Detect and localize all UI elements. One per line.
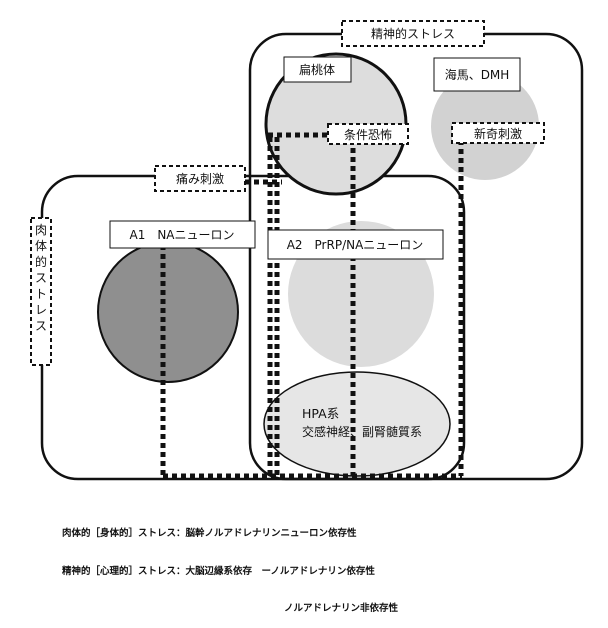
hpa-label: HPA系 交感神経、副腎髄質系 [302,406,422,439]
physical-stress-label: 肉体的ストレス [30,217,52,366]
svg-text:A2 PrRP/NAニューロン: A2 PrRP/NAニューロン [287,238,424,252]
svg-text:痛み刺激: 痛み刺激 [176,171,224,186]
amygdala-label: 扁桃体 [283,56,352,83]
a1-neuron-circle [97,241,239,383]
svg-text:A1 NAニューロン: A1 NAニューロン [129,228,234,242]
hpa-ellipse [263,371,451,477]
pathway-lines [160,132,464,479]
mental-stress-label: 精神的ストレス [341,20,485,47]
svg-text:新奇刺激: 新奇刺激 [474,126,522,141]
svg-text:交感神経、副腎髄質系: 交感神経、副腎髄質系 [302,424,422,439]
legend: 肉体的［身体的］ストレス：脳幹ノルアドレナリンニューロン依存性 精神的［心理的］… [62,503,398,628]
svg-text:HPA系: HPA系 [302,406,339,421]
svg-text:海馬、DMH: 海馬、DMH [445,67,510,82]
novelty-stimulus-label: 新奇刺激 [451,122,545,144]
a2-neuron-label: A2 PrRP/NAニューロン [267,229,444,260]
pain-stimulus-label: 痛み刺激 [154,165,246,192]
hippocampus-label: 海馬、DMH [433,57,521,92]
svg-text:扁桃体: 扁桃体 [299,62,335,77]
svg-text:条件恐怖: 条件恐怖 [344,127,392,142]
physical-stress-text: 肉体的ストレス [35,223,47,333]
legend-line-physical: 肉体的［身体的］ストレス：脳幹ノルアドレナリンニューロン依存性 [62,528,357,539]
conditioned-fear-label: 条件恐怖 [327,123,409,145]
legend-line-mental: 精神的［心理的］ストレス：大脳辺縁系依存 ーノルアドレナリン依存性 [62,565,375,577]
a1-neuron-label: A1 NAニューロン [109,220,256,249]
stress-pathway-diagram: 精神的ストレス 扁桃体 海馬、DMH 条件恐怖 新奇刺激 痛み刺激 A1 NAニ… [30,20,584,481]
legend-line-non-na: ノルアドレナリン非依存性 [284,603,399,614]
svg-text:精神的ストレス: 精神的ストレス [371,26,455,41]
